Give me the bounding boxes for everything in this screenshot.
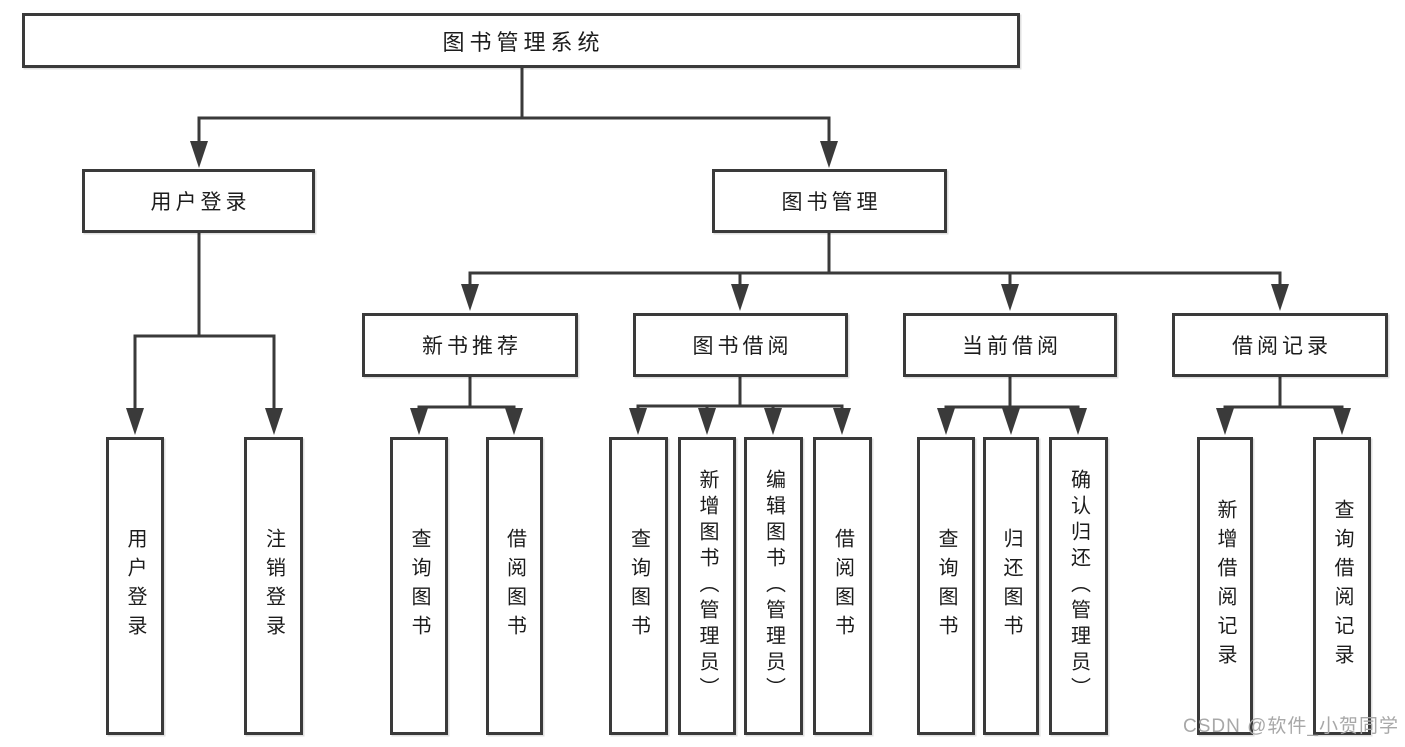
leaf-add-books-admin-label: 新增图书（管理员） xyxy=(696,469,718,703)
node-current-borrowing: 当前借阅 xyxy=(903,313,1117,377)
leaf-borrow-books-borrowing-label: 借阅图书 xyxy=(831,528,854,644)
leaf-return-books-label: 归还图书 xyxy=(1000,528,1022,644)
leaf-borrow-books-borrowing: 借阅图书 xyxy=(813,437,872,735)
leaf-query-books-current-label: 查询图书 xyxy=(935,528,957,644)
leaf-borrow-books-recommend-label: 借阅图书 xyxy=(503,528,526,644)
leaf-user-login: 用户登录 xyxy=(106,437,164,735)
leaf-logout-label: 注销登录 xyxy=(262,528,285,644)
leaf-query-books-recommend: 查询图书 xyxy=(390,437,448,735)
leaf-user-login-label: 用户登录 xyxy=(124,528,146,644)
leaf-query-books-borrowing-label: 查询图书 xyxy=(627,528,650,644)
leaf-confirm-return-admin-label: 确认归还（管理员） xyxy=(1067,469,1090,703)
leaf-query-books-recommend-label: 查询图书 xyxy=(408,528,430,644)
leaf-query-borrow-record: 查询借阅记录 xyxy=(1313,437,1371,735)
leaf-confirm-return-admin: 确认归还（管理员） xyxy=(1049,437,1108,735)
arrowheads xyxy=(126,141,1351,435)
leaf-add-borrow-record: 新增借阅记录 xyxy=(1197,437,1253,735)
connector-paths xyxy=(133,66,1344,410)
csdn-watermark: CSDN @软件_小贺同学 xyxy=(1183,716,1399,737)
leaf-query-books-borrowing: 查询图书 xyxy=(609,437,668,735)
node-system-root: 图书管理系统 xyxy=(22,13,1020,68)
node-borrowing-records: 借阅记录 xyxy=(1172,313,1388,377)
leaf-query-borrow-record-label: 查询借阅记录 xyxy=(1331,499,1353,673)
leaf-add-borrow-record-label: 新增借阅记录 xyxy=(1214,499,1236,673)
leaf-return-books: 归还图书 xyxy=(983,437,1039,735)
leaf-add-books-admin: 新增图书（管理员） xyxy=(678,437,736,735)
leaf-edit-books-admin-label: 编辑图书（管理员） xyxy=(762,469,785,703)
leaf-borrow-books-recommend: 借阅图书 xyxy=(486,437,543,735)
node-book-management: 图书管理 xyxy=(712,169,947,233)
leaf-logout: 注销登录 xyxy=(244,437,303,735)
leaf-query-books-current: 查询图书 xyxy=(917,437,975,735)
node-book-borrowing: 图书借阅 xyxy=(633,313,848,377)
node-new-book-recommend: 新书推荐 xyxy=(362,313,578,377)
leaf-edit-books-admin: 编辑图书（管理员） xyxy=(744,437,803,735)
node-user-login-branch: 用户登录 xyxy=(82,169,315,233)
